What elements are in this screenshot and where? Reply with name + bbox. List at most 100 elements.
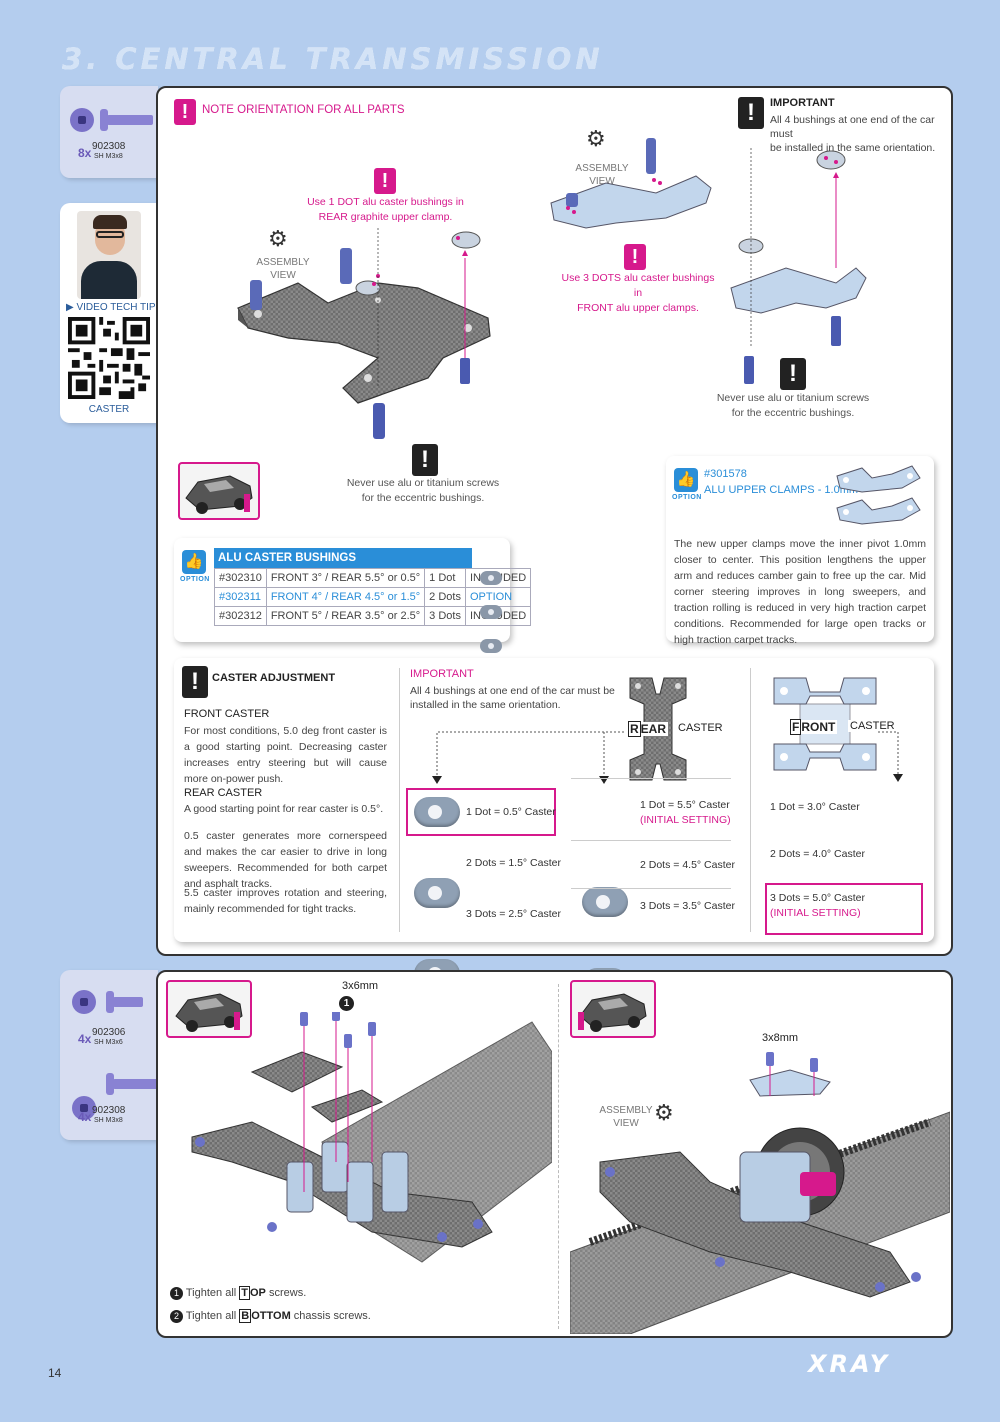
presenter-photo [77, 211, 141, 299]
option-label: OPTION [180, 576, 210, 583]
warning-icon: ! [174, 99, 196, 125]
central-assembly-diagram [191, 1012, 552, 1263]
front-arrow-line [878, 731, 903, 782]
rear-bushing-note: Use 1 DOT alu caster bushings in REAR gr… [307, 196, 464, 223]
assembly-view-label: ASSEMBLY VIEW [256, 257, 310, 281]
never-alu-note: Never use alu or titanium screws for the… [346, 477, 500, 504]
rear-right-3dot-label: 3 Dots = 3.5° Caster [640, 900, 735, 912]
divider [571, 888, 731, 889]
rear-caster-word: CASTER [676, 722, 725, 734]
caster-adjustment-card: ! CASTER ADJUSTMENT FRONT CASTER For mos… [174, 658, 934, 1161]
rear-caster-text-1: A good starting point for rear caster is… [184, 803, 384, 815]
step-marker: 1 [339, 996, 354, 1011]
part-spec: SH M3x8 [94, 1117, 123, 1124]
screw-shaft-icon [113, 1079, 159, 1089]
bushings-cell-desc: FRONT 4° / REAR 4.5° or 1.5° [265, 587, 426, 607]
gears-icon: ⚙ [654, 1100, 674, 1125]
car-orientation-icon [570, 980, 656, 1038]
alu-upper-clamps-card: 👍 OPTION #301578 ALU UPPER CLAMPS - 1.0m… [666, 456, 934, 646]
bushings-cell-dots: 1 Dot [424, 568, 466, 588]
rear-graphite-clamp-diagram [237, 228, 491, 439]
screw-shaft-icon [113, 997, 143, 1007]
bushings-cell-desc: FRONT 3° / REAR 5.5° or 0.5° [265, 568, 426, 588]
bushings-cell-code: #302310 [214, 568, 267, 588]
bushing-2dot-icon [414, 878, 460, 908]
gears-icon: ⚙ [268, 226, 288, 251]
bushings-cell-dots: 3 Dots [424, 606, 466, 626]
page-title: 3. CENTRAL TRANSMISSION [62, 42, 604, 76]
assembly-view-label: ASSEMBLY VIEW [599, 1105, 653, 1129]
rear-2dot-label: 2 Dots = 1.5° Caster [466, 857, 561, 869]
divider [571, 778, 731, 779]
part-code: 902306 [92, 1027, 126, 1038]
part-qty: 4x [78, 1032, 92, 1046]
assembly-view-label: ASSEMBLY VIEW [575, 163, 629, 187]
initial-setting-label: (INITIAL SETTING) [770, 907, 861, 919]
part-code: 902308 [92, 141, 126, 152]
rear-arrow-lines [432, 731, 624, 784]
screw-head-icon [72, 1096, 96, 1120]
rear-1dot-label: 1 Dot = 0.5° Caster [466, 806, 556, 818]
bushings-cell-code: #302312 [214, 606, 267, 626]
thumbs-up-icon: 👍 [674, 468, 698, 492]
parts-tab-bottom: 4x 902306 SH M3x6 4x 902308 SH M3x8 [60, 970, 159, 1140]
rear-caster-text-3: 5.5 caster improves rotation and steerin… [184, 887, 387, 915]
brand-logo: XRAY [808, 1350, 891, 1378]
caster-important-text: All 4 bushings at one end of the car mus… [410, 685, 615, 711]
front-alu-plate-image [773, 677, 877, 771]
play-icon: ▶ [66, 302, 74, 313]
front-caster-text: For most conditions, 5.0 deg front caste… [184, 725, 387, 785]
rear-1dot-selected [406, 788, 556, 836]
caster-adjustment-title: CASTER ADJUSTMENT [212, 672, 336, 684]
belt-drive-assembly-diagram [570, 1052, 950, 1334]
rear-right-2dot-label: 2 Dots = 4.5° Caster [640, 859, 735, 871]
screw-head-icon [72, 990, 96, 1014]
front-alu-clamp-diagram [550, 138, 867, 384]
divider [399, 668, 400, 932]
part-spec: SH M3x6 [94, 1039, 123, 1046]
bushings-cell-dots: 2 Dots [424, 587, 466, 607]
note-orientation: NOTE ORIENTATION FOR ALL PARTS [202, 104, 405, 116]
gears-icon: ⚙ [586, 126, 606, 151]
divider [571, 840, 731, 841]
rear-caster-title: REAR CASTER [184, 787, 263, 799]
screw-head-icon [70, 108, 94, 132]
bushing-1dot-icon [414, 797, 460, 827]
qr-code-icon[interactable] [68, 317, 150, 399]
top-step-panel: ! NOTE ORIENTATION FOR ALL PARTS ! IMPOR… [156, 86, 953, 1161]
alu-clamp-image [836, 465, 921, 525]
front-bushing-note: Use 3 DOTS alu caster bushings in FRONT … [561, 272, 715, 314]
video-caption: CASTER [88, 404, 130, 415]
clamps-code: #301578 [704, 468, 747, 480]
screw-size-right: 3x8mm [762, 1032, 799, 1044]
caster-important-title: IMPORTANT [410, 668, 474, 680]
important-icon: ! [182, 666, 208, 698]
rear-caster-text-2: 0.5 caster generates more cornerspeed an… [184, 830, 387, 890]
car-orientation-icon [178, 462, 260, 520]
bushings-cell-desc: FRONT 5° / REAR 3.5° or 2.5° [265, 606, 426, 626]
front-1dot-label: 1 Dot = 3.0° Caster [770, 801, 860, 813]
screw-side-icon [106, 1073, 114, 1095]
screw-size-left: 3x6mm [342, 980, 379, 992]
important-text: All 4 bushings at one end of the car mus… [770, 114, 936, 154]
bushings-table-title: ALU CASTER BUSHINGS [214, 548, 472, 568]
screw-side-icon [100, 109, 108, 131]
clamps-title: ALU UPPER CLAMPS - 1.0mm [704, 484, 859, 496]
part-spec: SH M3x8 [94, 153, 123, 160]
bushings-cell-status: OPTION [464, 587, 532, 607]
front-2dot-label: 2 Dots = 4.0° Caster [770, 848, 865, 860]
front-3dot-selected [765, 883, 923, 935]
part-qty: 8x [78, 146, 92, 160]
part-code: 902308 [92, 1105, 126, 1116]
page-number: 14 [48, 1366, 62, 1380]
video-tip-tab[interactable]: ▶ VIDEO TECH TIP CASTER [60, 203, 158, 423]
clamps-description: The new upper clamps move the inner pivo… [674, 538, 926, 646]
never-alu-note: Never use alu or titanium screws for the… [716, 392, 870, 419]
